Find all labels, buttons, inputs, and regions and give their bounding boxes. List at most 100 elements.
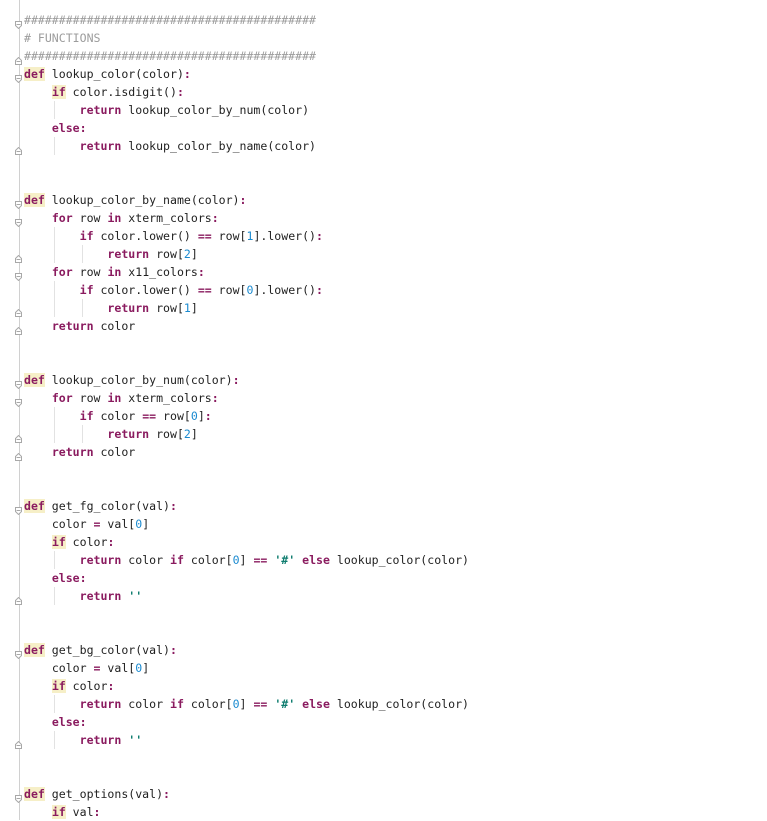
fold-end-icon[interactable] (15, 304, 22, 317)
code-line[interactable]: return color if color[0] == '#' else loo… (24, 695, 469, 713)
fold-end-icon[interactable] (15, 736, 22, 749)
code-token: : (79, 121, 87, 135)
fold-end-icon[interactable] (15, 250, 22, 263)
keyword-token: return (107, 301, 150, 315)
keyword-token: in (107, 211, 122, 225)
fold-collapse-icon[interactable] (15, 376, 22, 390)
code-line[interactable]: return color if color[0] == '#' else loo… (24, 551, 469, 569)
fold-collapse-icon[interactable] (15, 70, 22, 84)
fold-collapse-icon[interactable] (15, 196, 22, 210)
code-line[interactable] (24, 767, 469, 785)
keyword-token: for (51, 391, 73, 405)
code-line[interactable]: color = val[0] (24, 515, 469, 533)
code-token: color.lower() (93, 229, 198, 243)
fold-end-icon[interactable] (15, 322, 22, 335)
code-line[interactable]: return lookup_color_by_num(color) (24, 101, 469, 119)
fold-end-icon[interactable] (15, 52, 22, 65)
code-token: row (72, 265, 108, 279)
code-line[interactable]: for row in xterm_colors: (15, 209, 469, 228)
code-line[interactable]: return row[1] (15, 299, 469, 317)
code-line[interactable]: color = val[0] (24, 659, 469, 677)
fold-collapse-icon[interactable] (15, 646, 22, 660)
code-line[interactable]: else: (24, 713, 469, 731)
code-token: color.isdigit() (65, 85, 177, 99)
code-token: == (197, 229, 212, 243)
code-area[interactable]: ########################################… (15, 11, 469, 821)
code-line[interactable]: return lookup_color_by_name(color) (15, 137, 469, 155)
fold-collapse-icon[interactable] (15, 214, 22, 228)
code-line[interactable]: return row[2] (15, 245, 469, 263)
code-token: lookup_color(color) (329, 697, 469, 711)
code-line[interactable]: for row in xterm_colors: (15, 389, 469, 408)
number-token: 0 (232, 553, 240, 567)
keyword-token: return (79, 139, 122, 153)
code-line[interactable]: if color.lower() == row[0].lower(): (24, 281, 469, 299)
fold-collapse-icon[interactable] (15, 16, 22, 30)
code-line[interactable]: # FUNCTIONS (24, 29, 469, 47)
code-line[interactable]: for row in x11_colors: (15, 263, 469, 282)
code-line[interactable]: if val: (24, 803, 469, 821)
code-token: color (65, 679, 108, 693)
code-line[interactable]: return row[2] (15, 425, 469, 443)
comment-token: ########################################… (24, 49, 316, 63)
code-line[interactable]: if color: (24, 533, 469, 551)
code-line[interactable]: def lookup_color_by_num(color): (15, 371, 469, 390)
code-line[interactable]: return '' (15, 587, 469, 605)
fold-end-icon[interactable] (15, 142, 22, 155)
code-token: : (316, 229, 323, 243)
fold-collapse-icon[interactable] (15, 268, 22, 282)
keyword-token: else (51, 571, 80, 585)
code-token: : (79, 571, 87, 585)
code-token: : (163, 787, 170, 801)
indent-guide (81, 299, 83, 317)
code-line[interactable] (24, 353, 469, 371)
code-line[interactable]: else: (24, 569, 469, 587)
code-token: row[ (156, 409, 191, 423)
keyword-token: return (79, 553, 122, 567)
fold-collapse-icon[interactable] (15, 394, 22, 408)
code-line[interactable]: def get_fg_color(val): (15, 497, 469, 516)
keyword-token: return (107, 247, 150, 261)
keyword-token: in (107, 391, 122, 405)
code-line[interactable]: def lookup_color(color): (15, 65, 469, 84)
fold-collapse-icon[interactable] (15, 502, 22, 516)
code-line[interactable] (24, 461, 469, 479)
code-line[interactable]: if color: (24, 677, 469, 695)
code-token: : (316, 283, 323, 297)
fold-end-icon[interactable] (15, 592, 22, 605)
code-token: color[ (183, 553, 233, 567)
code-line[interactable] (24, 605, 469, 623)
code-line[interactable]: return color (15, 443, 469, 461)
string-token: '' (128, 733, 143, 747)
fold-gutter (19, 0, 20, 820)
string-token: '' (128, 589, 143, 603)
code-line[interactable] (24, 335, 469, 353)
code-line[interactable] (24, 479, 469, 497)
indent-guide (53, 299, 55, 317)
keyword-token: return (79, 589, 122, 603)
code-line[interactable] (24, 173, 469, 191)
code-line[interactable]: if color.lower() == row[1].lower(): (24, 227, 469, 245)
code-line[interactable]: if color.isdigit(): (24, 83, 469, 101)
code-line[interactable]: ########################################… (15, 11, 469, 30)
code-line[interactable] (24, 749, 469, 767)
code-line[interactable]: def get_bg_color(val): (15, 641, 469, 660)
code-line[interactable] (24, 155, 469, 173)
keyword-token: def (24, 373, 45, 387)
code-line[interactable]: def lookup_color_by_name(color): (15, 191, 469, 210)
fold-end-icon[interactable] (15, 430, 22, 443)
code-line[interactable]: else: (24, 119, 469, 137)
fold-end-icon[interactable] (15, 448, 22, 461)
code-line[interactable]: if color == row[0]: (24, 407, 469, 425)
code-line[interactable] (24, 623, 469, 641)
code-token: : (107, 679, 115, 693)
code-line[interactable]: ########################################… (15, 47, 469, 65)
code-token: : (183, 67, 191, 81)
code-line[interactable]: return color (15, 317, 469, 335)
code-token: : (211, 391, 219, 405)
fold-collapse-icon[interactable] (15, 790, 22, 804)
code-token: lookup_color(color) (44, 67, 184, 81)
code-line[interactable]: return '' (15, 731, 469, 749)
code-line[interactable]: def get_options(val): (15, 785, 469, 804)
